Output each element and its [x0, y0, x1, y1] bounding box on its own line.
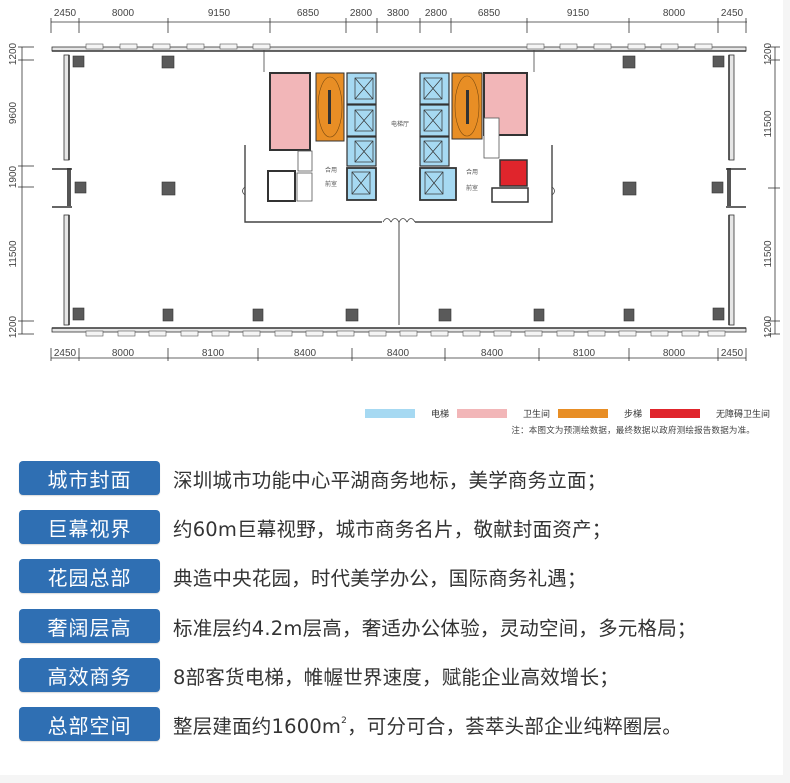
feature-text: 整层建面约1600m2，可分可合，荟萃头部企业纯粹圈层。 — [173, 710, 682, 739]
exterior-walls — [51, 46, 747, 333]
feature-text-main: 整层建面约1600m — [173, 714, 342, 738]
dim-top-3: 6850 — [297, 8, 320, 19]
left-core — [267, 72, 377, 202]
accessible-restroom-swatch — [649, 408, 700, 418]
feature-tag: 高效商务 — [19, 658, 160, 692]
dim-top-4: 2800 — [350, 8, 373, 19]
bottom-dimension-line — [50, 348, 747, 361]
feature-text: 典造中央花园，时代美学办公，国际商务礼遇； — [173, 566, 587, 590]
label-shared-left: 合用 — [325, 166, 337, 174]
elevator-left-3 — [346, 136, 377, 167]
dim-right-2: 11500 — [763, 240, 774, 268]
dim-bottom-8: 2450 — [721, 348, 744, 359]
label-shared-right: 合用 — [466, 168, 478, 176]
window-mullions-bottom — [85, 330, 726, 337]
dim-left-2: 1900 — [8, 165, 19, 188]
floor-plan: 2450 8000 9150 6850 2800 3800 2800 6850 … — [8, 8, 780, 361]
top-dimension-labels: 2450 8000 9150 6850 2800 3800 2800 6850 … — [54, 8, 744, 19]
dim-top-1: 8000 — [112, 8, 135, 19]
window-mullions-top — [85, 43, 713, 50]
feature-row: 城市封面 深圳城市功能中心平湖商务地标，美学商务立面； — [19, 460, 606, 496]
legend-item-stairs: 步梯 — [557, 407, 642, 420]
feature-row: 花园总部 典造中央花园，时代美学办公，国际商务礼遇； — [19, 558, 587, 594]
dim-bottom-0: 2450 — [54, 348, 77, 359]
elevator-swatch — [364, 408, 415, 418]
dim-top-5: 3800 — [387, 8, 410, 19]
legend-item-elevator: 电梯 — [364, 407, 449, 420]
feature-text: 约60m巨幕视野，城市商务名片，敬献封面资产； — [173, 517, 612, 541]
dim-top-7: 6850 — [478, 8, 501, 19]
feature-row: 奢阔层高 标准层约4.2m层高，奢适办公体验，灵动空间，多元格局； — [19, 608, 697, 644]
dim-top-2: 9150 — [208, 8, 231, 19]
core-corridor — [242, 50, 555, 325]
label-anteroom-right: 前室 — [466, 184, 478, 192]
superscript: 2 — [341, 715, 348, 726]
legend: 电梯 卫生间 步梯 无障碍卫生间 — [330, 405, 770, 421]
dim-bottom-1: 8000 — [112, 348, 135, 359]
dim-bottom-2: 8100 — [202, 348, 225, 359]
feature-tag: 巨幕视界 — [19, 510, 160, 544]
dim-left-4: 1200 — [8, 315, 19, 338]
right-dimension-labels: 1200 11500 11500 1200 — [763, 42, 774, 338]
label-elevator-hall: 电梯厅 — [391, 120, 409, 128]
left-dimension-labels: 1200 9600 1900 11500 1200 — [8, 42, 19, 338]
feature-tag: 花园总部 — [19, 559, 160, 593]
left-dimension-line — [18, 46, 34, 335]
dim-left-1: 9600 — [8, 101, 19, 124]
feature-row: 总部空间 整层建面约1600m2，可分可合，荟萃头部企业纯粹圈层。 — [19, 706, 682, 742]
dim-bottom-4: 8400 — [387, 348, 410, 359]
bottom-dimension-labels: 2450 8000 8100 8400 8400 8400 8100 8000 … — [54, 348, 744, 359]
dim-right-3: 1200 — [763, 315, 774, 338]
dim-top-6: 2800 — [425, 8, 448, 19]
dim-top-9: 8000 — [663, 8, 686, 19]
right-dimension-line — [768, 46, 780, 335]
disclaimer-note: 注：本图文为预测绘数据，最终数据以政府测绘报告数据为准。 — [511, 426, 755, 436]
dim-top-8: 9150 — [567, 8, 590, 19]
dim-top-0: 2450 — [54, 8, 77, 19]
feature-text-tail: ，可分可合，荟萃头部企业纯粹圈层。 — [347, 714, 682, 738]
feature-text: 深圳城市功能中心平湖商务地标，美学商务立面； — [173, 468, 607, 492]
room-labels: 电梯厅 合用 前室 合用 前室 — [325, 120, 478, 192]
feature-text: 8部客货电梯，帷幄世界速度，赋能企业高效增长； — [173, 665, 620, 689]
restroom-right — [483, 72, 528, 136]
dim-left-0: 1200 — [8, 42, 19, 65]
dim-top-10: 2450 — [721, 8, 744, 19]
feature-row: 高效商务 8部客货电梯，帷幄世界速度，赋能企业高效增长； — [19, 657, 619, 693]
top-dimension-line — [50, 18, 747, 33]
label-anteroom-left: 前室 — [325, 180, 337, 188]
legend-label: 电梯 — [430, 409, 449, 420]
feature-row: 巨幕视界 约60m巨幕视野，城市商务名片，敬献封面资产； — [19, 509, 611, 545]
dim-right-1: 11500 — [763, 110, 774, 138]
legend-label: 步梯 — [623, 409, 642, 420]
legend-item-accessible-restroom: 无障碍卫生间 — [649, 407, 770, 420]
accessible-restroom — [499, 159, 528, 187]
restroom-left — [269, 72, 311, 151]
legend-label: 卫生间 — [522, 409, 550, 420]
dim-bottom-3: 8400 — [294, 348, 317, 359]
legend-item-restroom: 卫生间 — [456, 407, 550, 420]
dim-bottom-7: 8000 — [663, 348, 686, 359]
dim-left-3: 11500 — [8, 240, 19, 268]
legend-label: 无障碍卫生间 — [715, 409, 770, 420]
right-core — [419, 72, 529, 203]
feature-tag: 总部空间 — [19, 707, 160, 741]
dim-bottom-6: 8100 — [573, 348, 596, 359]
restroom-swatch — [456, 408, 507, 418]
feature-tag: 城市封面 — [19, 461, 160, 495]
dim-bottom-5: 8400 — [481, 348, 504, 359]
stairs-swatch — [557, 408, 608, 418]
structural-columns — [72, 55, 725, 322]
feature-text: 标准层约4.2m层高，奢适办公体验，灵动空间，多元格局； — [173, 616, 697, 640]
feature-tag: 奢阔层高 — [19, 609, 160, 643]
dim-right-0: 1200 — [763, 42, 774, 65]
